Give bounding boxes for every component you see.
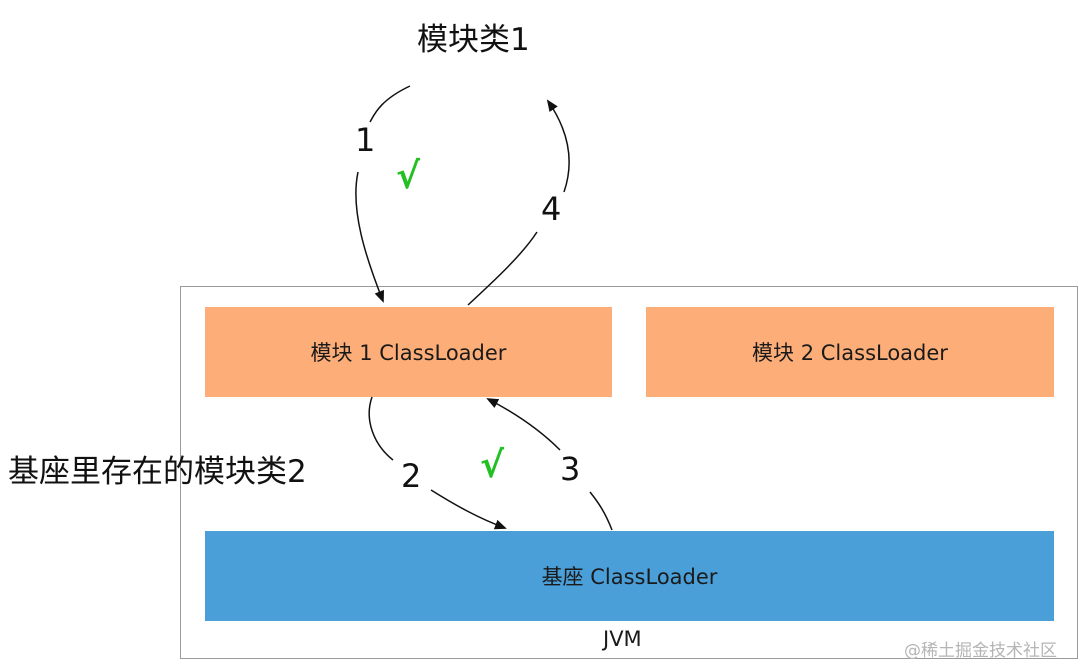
- check-mark-middle: √: [480, 445, 505, 486]
- arrow-step-4: [467, 101, 570, 306]
- base-classloader-box: 基座 ClassLoader: [205, 531, 1054, 621]
- module2-classloader-label: 模块 2 ClassLoader: [752, 341, 948, 365]
- watermark: @稀土掘金技术社区: [904, 641, 1057, 661]
- left-label: 基座里存在的模块类2: [8, 454, 307, 490]
- arrow-step-2: [368, 396, 505, 528]
- jvm-label: JVM: [603, 627, 642, 651]
- arrow-step-1: [355, 85, 411, 301]
- base-classloader-label: 基座 ClassLoader: [541, 565, 718, 589]
- step-4-number: 4: [541, 190, 562, 228]
- module2-classloader-box: 模块 2 ClassLoader: [646, 307, 1054, 397]
- arrow-step-3: [488, 399, 613, 531]
- module1-classloader-label: 模块 1 ClassLoader: [310, 341, 507, 365]
- step-3-number: 3: [560, 450, 581, 488]
- check-mark-top: √: [396, 156, 421, 197]
- module1-classloader-box: 模块 1 ClassLoader: [205, 307, 612, 397]
- step-2-number: 2: [401, 457, 422, 495]
- top-title: 模块类1: [417, 22, 530, 58]
- step-1-number: 1: [355, 121, 376, 159]
